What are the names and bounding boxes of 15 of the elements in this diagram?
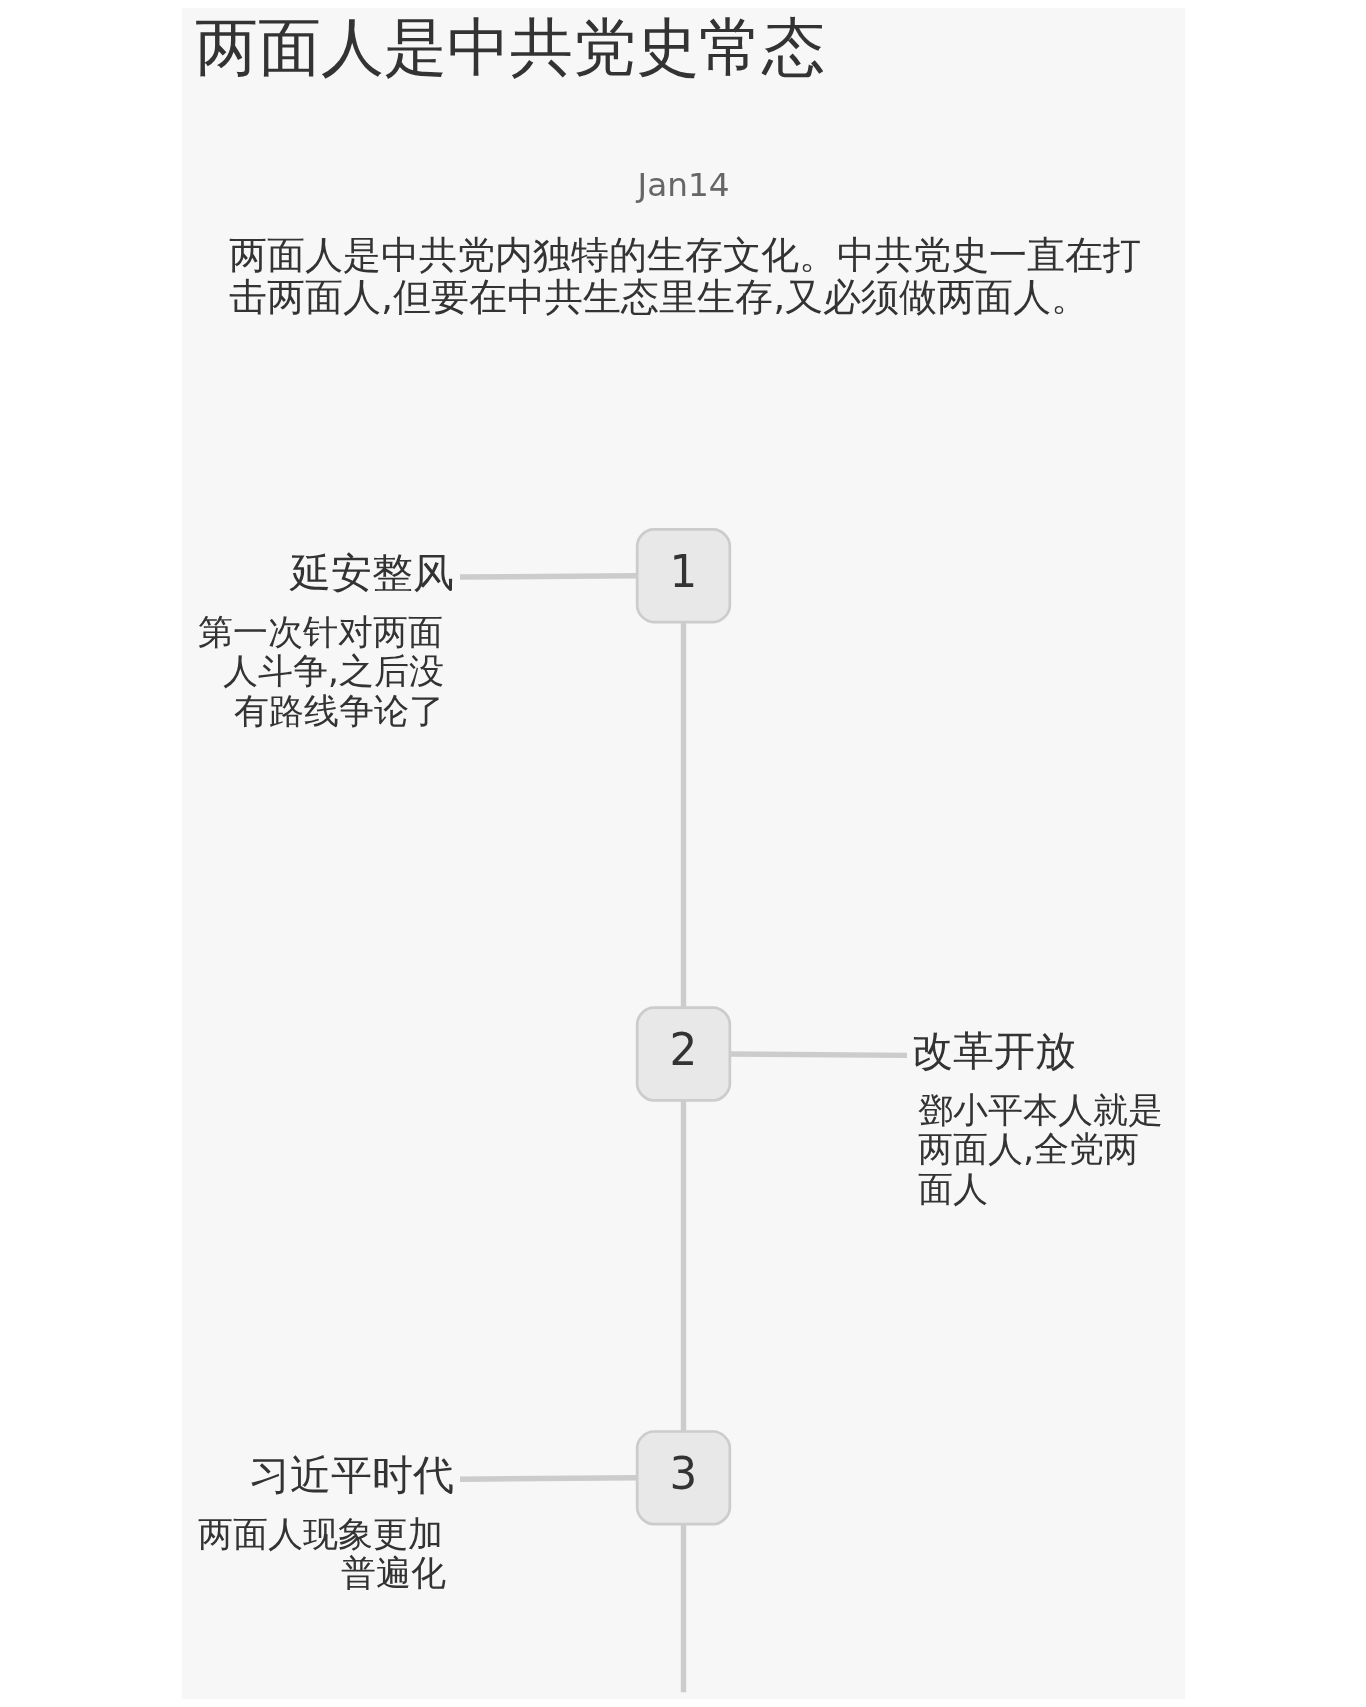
node-text: 习近平时代 两面人现象更加普遍化 [197,1450,454,1594]
label: Jan14 [637,166,729,205]
connector [680,1100,686,1432]
node-text: 改革开放 鄧小平本人就是两面人,全党两面人 [911,1026,1163,1209]
connector [729,1051,907,1059]
connector [680,1524,686,1693]
node-box: 3 [635,1430,731,1526]
diagram-title: 两面人是中共党史常态 [194,11,825,85]
connector [459,1475,637,1482]
node-box: 1 [635,528,731,624]
connector [459,572,637,580]
node-text: 延安整风 第一次针对两面人斗争,之后没有路线争论了 [197,548,454,731]
label: 两面人是中共党内独特的生存文化。中共党史一直在打击两面人,但要在中共生态里生存,又必须做两面人。 [228,232,1141,319]
connector [680,622,686,1008]
node-box: 2 [635,1006,731,1102]
